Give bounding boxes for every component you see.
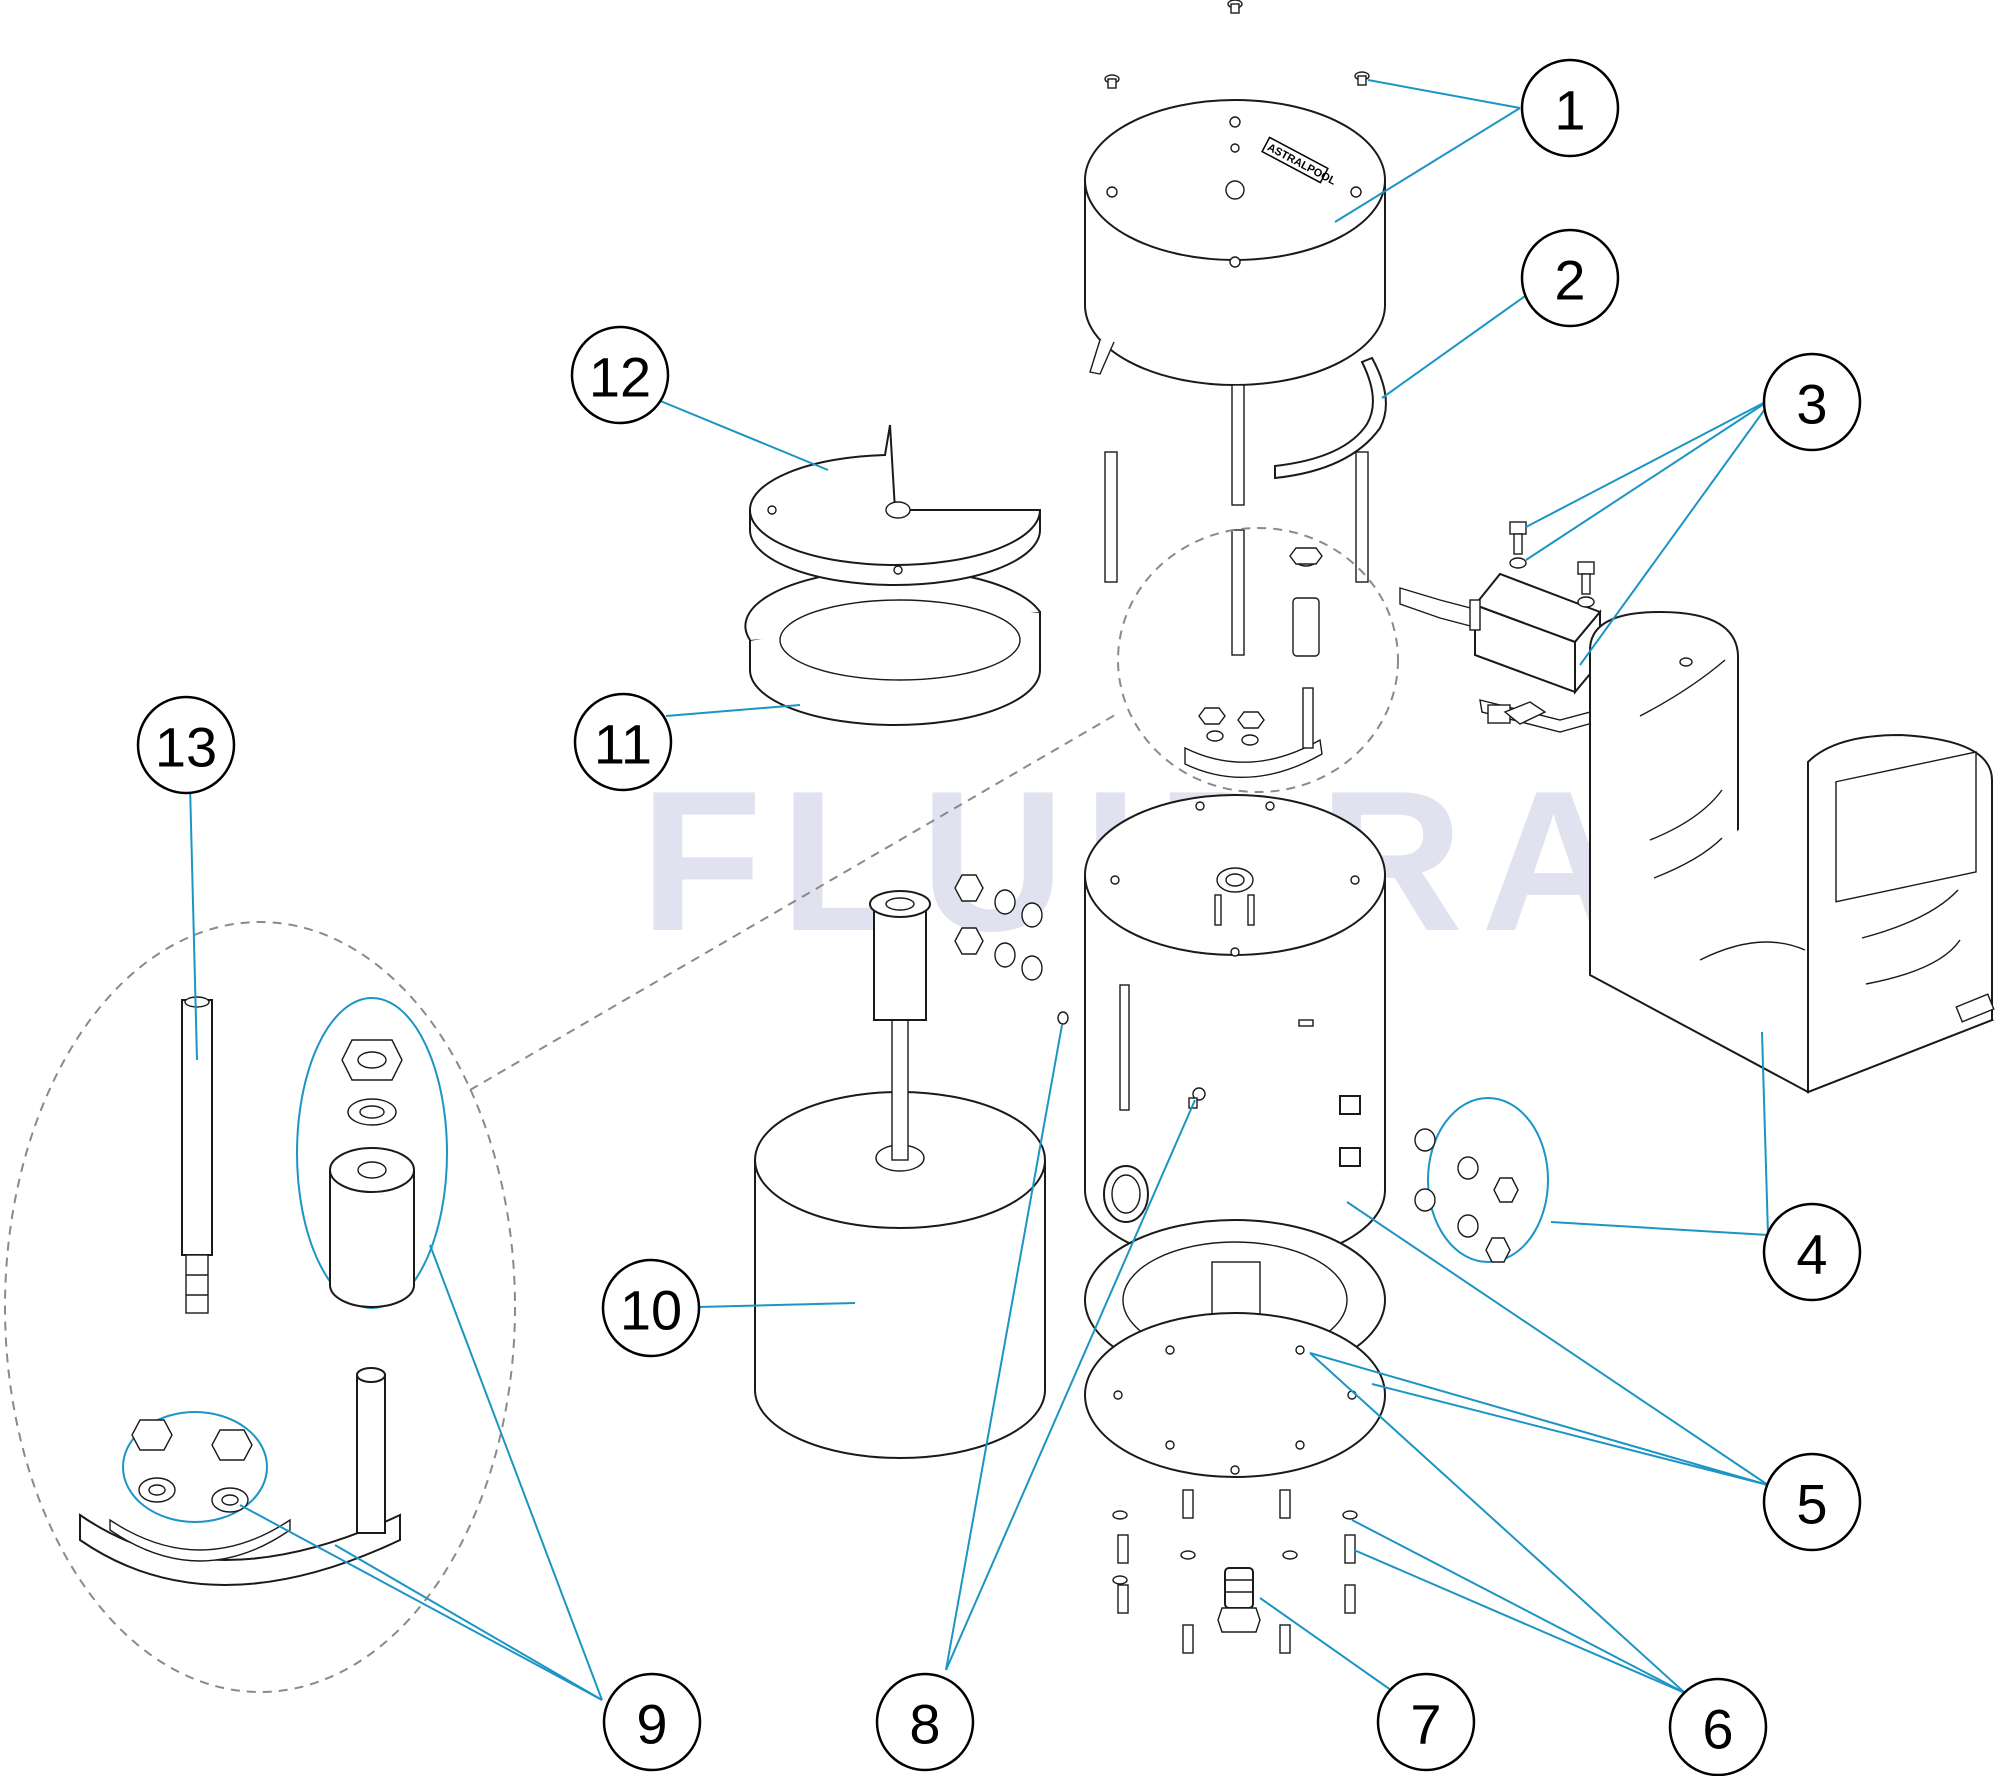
- callout-number: 10: [620, 1279, 682, 1342]
- callout-11: 11: [573, 692, 673, 792]
- leader-7: [1259, 1597, 1399, 1696]
- callout-13: 13: [136, 695, 236, 795]
- callout-9: 9: [602, 1672, 702, 1772]
- callout-2: 2: [1520, 228, 1620, 328]
- leader-1b: [1334, 107, 1521, 223]
- leader-8a: [945, 1024, 1063, 1671]
- part-11-insulation-ring: [744, 568, 1041, 726]
- part-10-hardware: [954, 874, 1043, 981]
- leader-3c: [1579, 397, 1774, 666]
- leader-10: [697, 1302, 856, 1308]
- callout-5: 5: [1762, 1452, 1862, 1552]
- leader-lines: [189, 79, 1774, 1701]
- part-5-main-vessel: [1084, 794, 1386, 1266]
- leader-9b: [334, 1544, 603, 1701]
- part-13-threaded-rod: [181, 996, 213, 1314]
- callout-number: 4: [1796, 1223, 1827, 1286]
- callout-10: 10: [601, 1258, 701, 1358]
- leader-5b: [1371, 1383, 1769, 1486]
- detail-area-center: [1117, 527, 1399, 793]
- leader-5c: [1309, 1352, 1769, 1486]
- leader-4b: [1761, 1031, 1769, 1236]
- leader-4a: [1550, 1221, 1769, 1236]
- spacer-rods: [1104, 384, 1369, 656]
- leader-9a: [429, 1244, 603, 1701]
- part-7-cable-gland: [1217, 1567, 1261, 1633]
- leader-13: [189, 784, 198, 1061]
- callout-number: 9: [636, 1693, 667, 1756]
- callout-4: 4: [1762, 1202, 1862, 1302]
- part-4-hardware-ring: [1427, 1097, 1549, 1263]
- leader-11: [665, 704, 801, 717]
- callout-number: 3: [1796, 373, 1827, 436]
- part-4-hardware: [1414, 1128, 1519, 1263]
- callout-number: 1: [1554, 79, 1585, 142]
- leader-9c: [239, 1504, 603, 1701]
- part-3-control-unit: [1399, 572, 1602, 733]
- part-9-fastener-ring: [122, 1411, 268, 1523]
- part-12-insulation-disc: [748, 424, 1042, 586]
- leader-6c: [1353, 1549, 1686, 1694]
- callout-number: 11: [594, 713, 652, 776]
- leader-6b: [1309, 1352, 1686, 1694]
- leader-5a: [1346, 1201, 1769, 1486]
- callout-number: 12: [589, 346, 651, 409]
- part-6-bolts: [1112, 1489, 1358, 1654]
- callout-number: 6: [1702, 1698, 1733, 1761]
- callout-number: 8: [909, 1693, 940, 1756]
- leader-6a: [1351, 1519, 1686, 1694]
- leader-3a: [1525, 397, 1774, 528]
- leader-1a: [1367, 79, 1521, 109]
- part-5-lower-flange: [1084, 1312, 1386, 1478]
- part-3-screws: [1509, 521, 1595, 608]
- callout-7: 7: [1376, 1672, 1476, 1772]
- leader-8b: [945, 1099, 1196, 1671]
- leader-3b: [1525, 397, 1774, 561]
- detail-left-bracket: [79, 1367, 401, 1586]
- detail-connector-line: [469, 714, 1116, 1091]
- part-9-fasteners: [131, 1419, 253, 1513]
- part-10-heating-element: [754, 890, 1046, 1459]
- detail-center-bracket: [1184, 547, 1323, 778]
- part-2-curved-strip: [1274, 356, 1387, 480]
- callout-number: 2: [1554, 249, 1585, 312]
- part-9-nut-spacer: [329, 1039, 415, 1308]
- callout-6: 6: [1668, 1677, 1768, 1776]
- callout-3: 3: [1762, 352, 1862, 452]
- callout-8: 8: [875, 1672, 975, 1772]
- leader-12: [657, 399, 829, 471]
- part-8-plugs: [1057, 1011, 1206, 1109]
- part-1-screws: [1104, 0, 1370, 89]
- part-4-bracket: [1589, 610, 1995, 1094]
- leader-2: [1381, 293, 1529, 399]
- callout-12: 12: [570, 325, 670, 425]
- callout-number: 5: [1796, 1473, 1827, 1536]
- callout-number: 7: [1410, 1693, 1441, 1756]
- part-1-top-cover: ASTRALPOOL: [1084, 99, 1386, 386]
- callout-1: 1: [1520, 58, 1620, 158]
- callout-number: 13: [155, 716, 217, 779]
- detail-area-left: [4, 921, 516, 1693]
